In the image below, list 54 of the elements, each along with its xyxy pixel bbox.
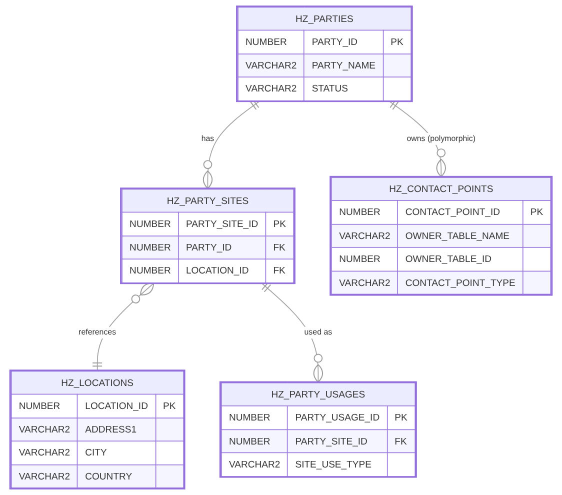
key-label: PK	[522, 200, 551, 224]
data-type: NUMBER	[122, 212, 178, 236]
data-type: NUMBER	[122, 236, 178, 260]
data-type: VARCHAR2	[332, 224, 398, 248]
key-label: FK	[387, 430, 415, 453]
data-type: NUMBER	[221, 430, 288, 453]
data-type: VARCHAR2	[238, 77, 304, 100]
relationship-line	[202, 100, 260, 189]
column-name: PARTY_USAGE_ID	[288, 406, 388, 430]
entity-name: HZ_LOCATIONS	[11, 371, 184, 395]
key-label: PK	[156, 394, 184, 418]
entity-name: HZ_PARTY_USAGES	[221, 382, 415, 406]
column-name: SITE_USE_TYPE	[288, 452, 388, 476]
entity-table	[9, 370, 186, 490]
relationship-line	[261, 282, 324, 383]
entity-name: HZ_CONTACT_POINTS	[332, 178, 551, 201]
entity-name: HZ_PARTY_SITES	[122, 189, 294, 212]
entity-table	[219, 381, 417, 478]
column-name: PARTY_SITE_ID	[288, 430, 388, 453]
column-name: PARTY_ID	[178, 236, 266, 260]
data-type: NUMBER	[238, 30, 304, 54]
entity-name: HZ_PARTIES	[238, 7, 411, 30]
data-type: VARCHAR2	[332, 270, 398, 294]
data-type: VARCHAR2	[11, 464, 78, 488]
column-name: PARTY_NAME	[304, 54, 384, 78]
data-type: VARCHAR2	[238, 54, 304, 78]
data-type: VARCHAR2	[11, 418, 78, 442]
column-name: CONTACT_POINT_ID	[398, 200, 523, 224]
data-type: NUMBER	[332, 248, 398, 271]
entity-table	[330, 176, 553, 296]
column-name: LOCATION_ID	[178, 259, 266, 282]
data-type: NUMBER	[122, 259, 178, 282]
column-name: ADDRESS1	[78, 418, 156, 442]
data-type: VARCHAR2	[11, 441, 78, 465]
data-type: VARCHAR2	[221, 452, 288, 476]
column-name: COUNTRY	[78, 464, 156, 488]
data-type: NUMBER	[221, 406, 288, 430]
key-label: PK	[266, 212, 294, 236]
column-name: PARTY_ID	[304, 30, 384, 54]
column-name: LOCATION_ID	[78, 394, 156, 418]
key-label: FK	[266, 259, 294, 282]
key-label: PK	[387, 406, 415, 430]
column-name: PARTY_SITE_ID	[178, 212, 266, 236]
key-label: PK	[383, 30, 411, 54]
column-name: OWNER_TABLE_ID	[398, 248, 523, 271]
column-name: STATUS	[304, 77, 384, 100]
column-name: OWNER_TABLE_NAME	[398, 224, 523, 248]
data-type: NUMBER	[11, 394, 78, 418]
key-label: FK	[266, 236, 294, 260]
entity-table	[236, 6, 413, 102]
column-name: CITY	[78, 441, 156, 465]
entity-table	[120, 188, 296, 284]
column-name: CONTACT_POINT_TYPE	[398, 270, 523, 294]
data-type: NUMBER	[332, 200, 398, 224]
